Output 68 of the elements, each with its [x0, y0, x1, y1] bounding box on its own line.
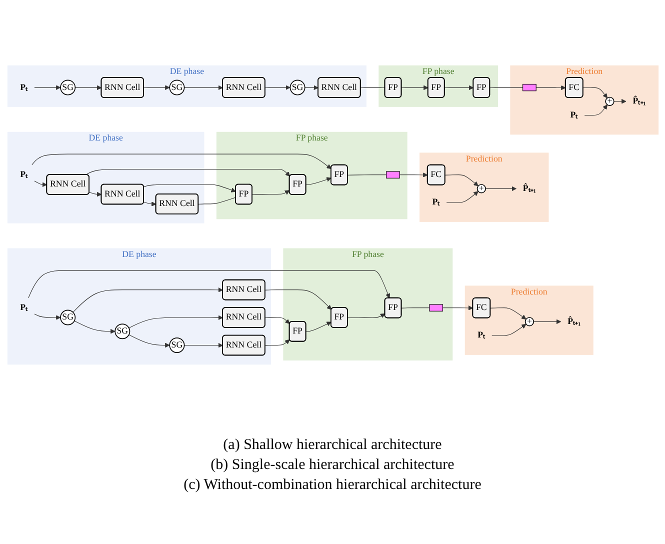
arrow — [264, 339, 290, 346]
arrow — [128, 334, 170, 348]
arrow — [490, 308, 526, 320]
arrow — [184, 342, 223, 348]
arrow — [491, 324, 526, 336]
node-text: Pₜ — [20, 170, 28, 180]
arrow — [34, 85, 60, 90]
arrow — [305, 177, 331, 186]
node-text: Pₜ — [20, 302, 28, 312]
arrow — [582, 87, 607, 98]
node-bar — [386, 171, 400, 178]
arrow — [264, 85, 290, 90]
node-text: Pₜ — [477, 330, 485, 340]
arrow — [446, 191, 478, 203]
arrow — [88, 192, 102, 197]
node-text: Pₜ — [20, 82, 28, 92]
arrow — [264, 290, 332, 310]
connector — [360, 87, 385, 88]
arrow — [484, 186, 516, 192]
arrow — [184, 85, 223, 90]
arrow — [400, 85, 428, 90]
node-text: P̂ₜ₊₁ — [632, 96, 646, 106]
node-text: P̂ₜ₊₁ — [567, 316, 580, 326]
arrow — [128, 315, 223, 328]
node-text: Pₜ — [570, 110, 578, 120]
arrow — [304, 85, 318, 90]
node-circle: + — [604, 96, 614, 106]
arrow — [535, 85, 566, 90]
arrow — [143, 85, 170, 90]
node-circle: + — [524, 317, 534, 326]
arrow — [74, 320, 115, 334]
arrow — [584, 104, 607, 116]
arrow — [143, 184, 236, 192]
arrow — [72, 287, 223, 313]
connector — [198, 197, 236, 204]
arrow — [74, 85, 102, 90]
node-text: P̂ₜ₊₁ — [522, 184, 536, 194]
arrow — [143, 202, 156, 206]
node-circle: SG — [60, 80, 76, 96]
node-circle: SG — [60, 310, 76, 326]
arrow — [532, 319, 561, 324]
node-circle: SG — [168, 337, 184, 353]
arrow — [34, 180, 47, 188]
node-text: Pₜ — [432, 198, 440, 207]
node-circle: SG — [289, 80, 305, 96]
arrow — [444, 85, 474, 90]
figure-caption: (a) Shallow hierarchical architecture — [222, 437, 443, 454]
node-bar — [522, 84, 536, 92]
arrow — [346, 313, 385, 318]
arrow — [264, 317, 290, 324]
connector — [346, 174, 386, 176]
figure-caption: (b) Single-scale hierarchical architecture — [210, 457, 456, 474]
arrow — [442, 306, 473, 310]
arrow — [251, 190, 290, 195]
arrow — [305, 322, 331, 332]
node-bar — [428, 304, 443, 312]
arrow — [28, 270, 390, 298]
arrow — [398, 172, 428, 178]
arrow — [34, 314, 60, 320]
node-circle: + — [476, 184, 486, 194]
arrow — [444, 174, 478, 186]
arrow — [85, 169, 290, 177]
node-circle: SG — [114, 324, 130, 340]
figure-caption: (c) Without-combination hierarchical architecture — [184, 477, 482, 494]
node-circle: SG — [168, 80, 184, 96]
connector — [489, 87, 523, 88]
arrow — [31, 154, 331, 170]
arrow — [613, 98, 626, 104]
